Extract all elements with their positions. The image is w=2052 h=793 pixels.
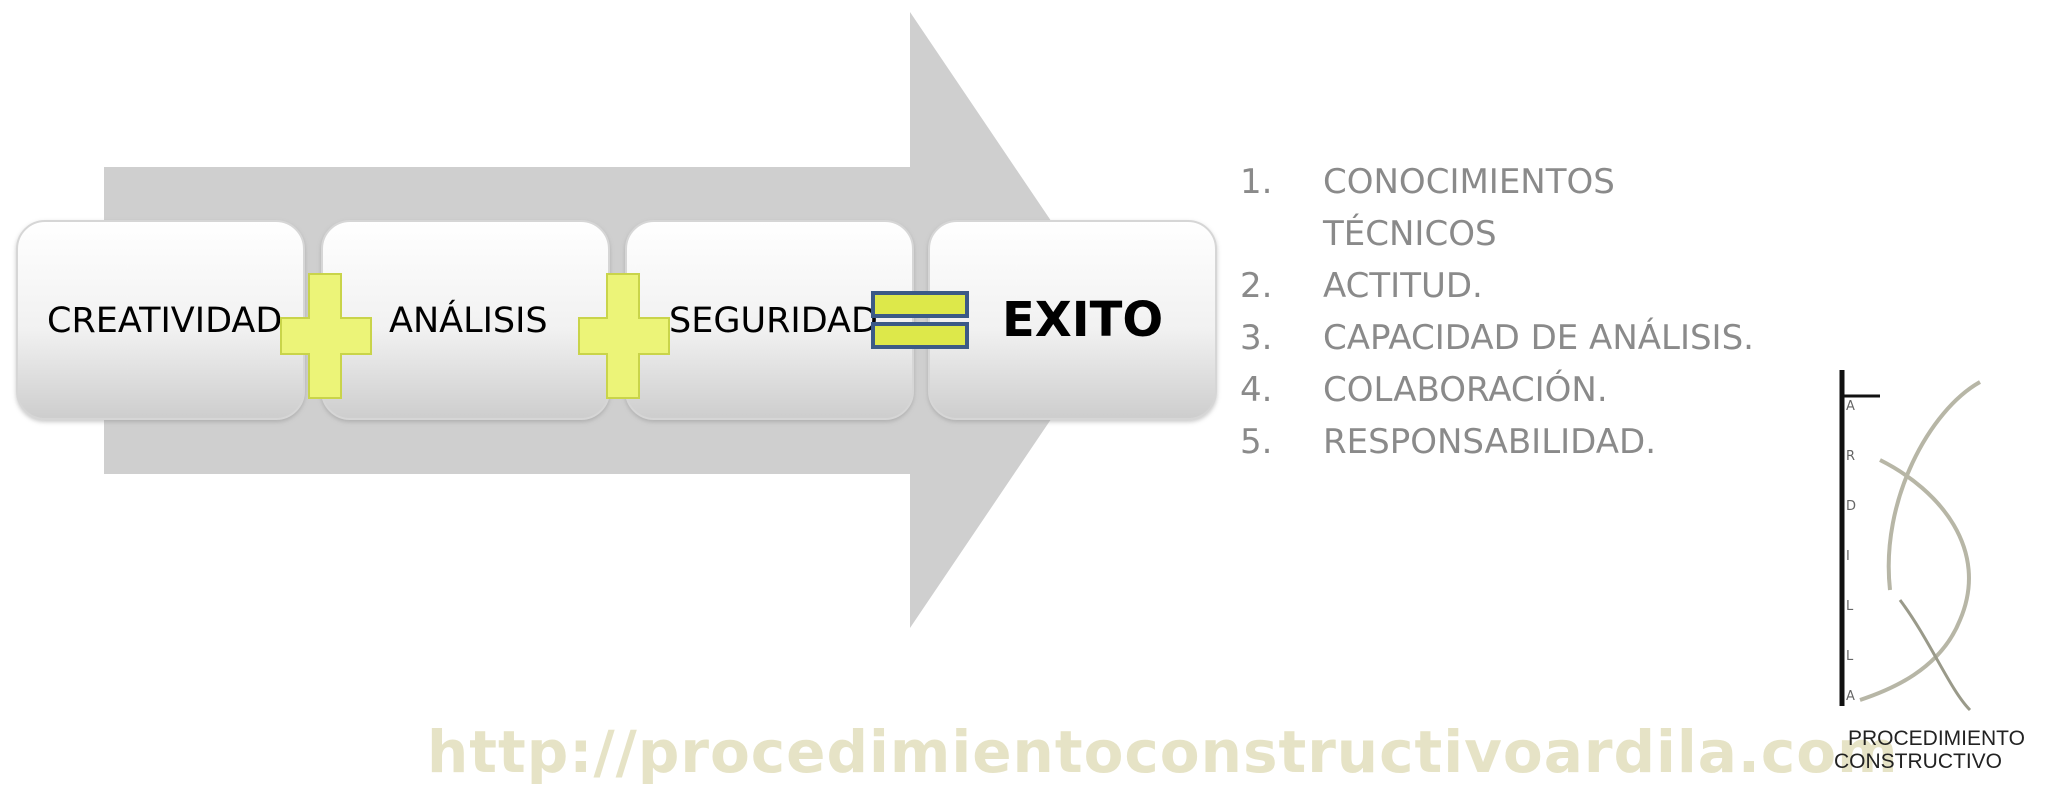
logo-swoosh — [1898, 599, 1972, 712]
list-item: 5. RESPONSABILIDAD. — [1240, 416, 1760, 468]
box-label-exito: EXITO — [1002, 292, 1163, 348]
list-item: 1. CONOCIMIENTOS TÉCNICOS — [1240, 156, 1760, 260]
logo-letter: I — [1846, 549, 1850, 564]
logo-letter: A — [1846, 399, 1855, 414]
logo-letter: R — [1846, 449, 1855, 464]
box-label-creatividad: CREATIVIDAD — [47, 301, 282, 341]
list-number: 3. — [1240, 318, 1273, 358]
list-text: COLABORACIÓN. — [1323, 370, 1608, 410]
list-item: 4. COLABORACIÓN. — [1240, 364, 1760, 416]
list-number: 5. — [1240, 422, 1273, 462]
logo-letter: D — [1846, 499, 1856, 514]
logo-swoosh — [1886, 380, 1981, 591]
equals-icon — [871, 291, 969, 318]
list-number: 2. — [1240, 266, 1273, 306]
list-text: RESPONSABILIDAD. — [1323, 422, 1657, 462]
qualities-list: 1. CONOCIMIENTOS TÉCNICOS 2. ACTITUD. 3.… — [1240, 156, 1760, 468]
plus-icon — [280, 273, 372, 399]
logo-letter: L — [1846, 599, 1854, 614]
list-text: ACTITUD. — [1323, 266, 1483, 306]
box-exito — [928, 220, 1217, 420]
logo-letter: A — [1846, 689, 1855, 704]
list-text: CONOCIMIENTOS TÉCNICOS — [1323, 162, 1615, 254]
plus-icon — [578, 273, 670, 399]
process-diagram: CREATIVIDAD ANÁLISIS SEGURIDAD EXITO — [16, 12, 1217, 628]
logo-text-line2: CONSTRUCTIVO — [1834, 750, 2002, 773]
list-item: 3. CAPACIDAD DE ANÁLISIS. — [1240, 312, 1760, 364]
logo-swoosh — [1859, 458, 1971, 702]
box-label-seguridad: SEGURIDAD — [669, 301, 878, 341]
box-label-analisis: ANÁLISIS — [389, 299, 548, 341]
logo-text-line1: PROCEDIMIENTO — [1848, 727, 2025, 750]
company-logo: A R D I L L A PROCEDIMIENTO CONSTRUCTIVO — [1834, 370, 2025, 773]
list-number: 4. — [1240, 370, 1273, 410]
list-number: 1. — [1240, 162, 1273, 202]
website-url: http://procedimientoconstructivoardila.c… — [427, 718, 1899, 786]
list-item: 2. ACTITUD. — [1240, 260, 1760, 312]
equals-icon — [871, 322, 969, 349]
logo-letter: L — [1846, 649, 1854, 664]
list-text: CAPACIDAD DE ANÁLISIS. — [1323, 318, 1754, 358]
